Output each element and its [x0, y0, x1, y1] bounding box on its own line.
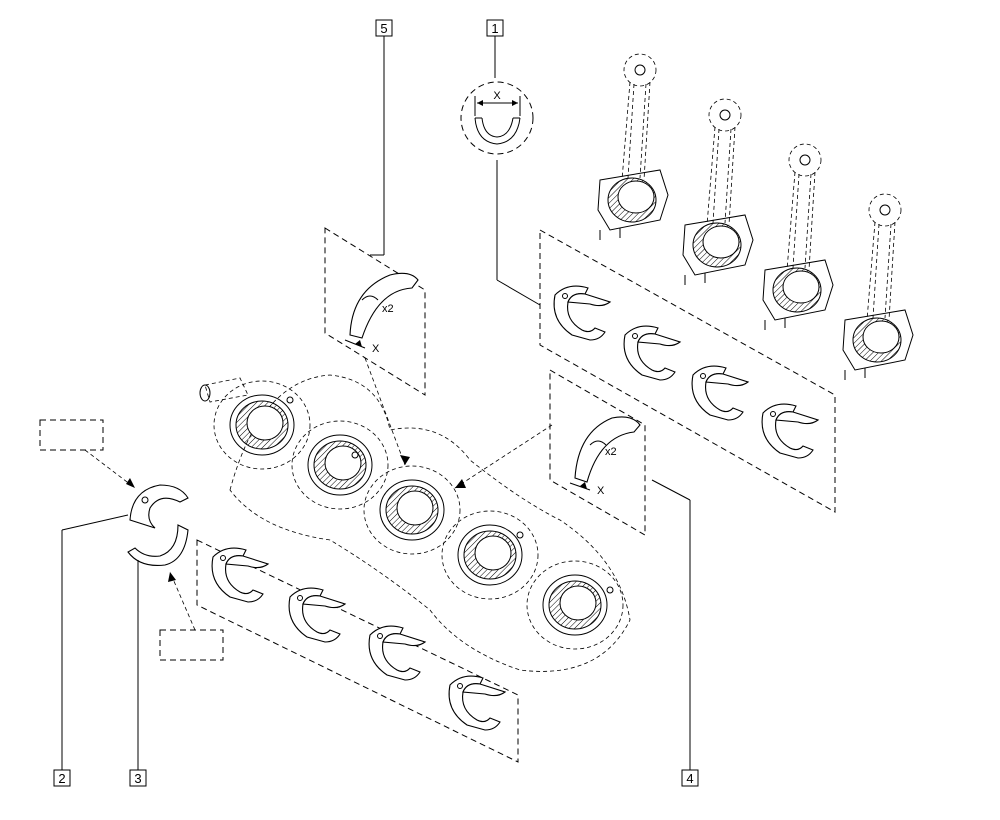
callout-4-label: 4: [686, 771, 693, 786]
callout-5: 5: [370, 19, 393, 256]
main-bearing-shell-3: [368, 625, 426, 681]
lower-quantity-label: x2: [605, 446, 617, 458]
lower-shell-reference-box: [159, 629, 224, 661]
callout-2: 2: [53, 514, 129, 787]
conrod-bearings-box: [539, 229, 836, 513]
upper-thrust-x-label: X: [372, 343, 380, 355]
upper-thrust-washer: x2 X: [344, 272, 419, 355]
main-bearing-shell-upper: [129, 484, 189, 529]
callout-3: 3: [129, 560, 147, 787]
conrod-bearing-shell-4: [761, 403, 819, 459]
conrod-bearing-shell-1: [553, 285, 611, 341]
upper-thrust-washer-box: [324, 227, 426, 396]
lower-thrust-washer-box: [549, 369, 646, 536]
thickness-x-label: X: [493, 90, 501, 102]
lower-thrust-x-label: X: [597, 485, 605, 497]
connecting-rod-2: [682, 98, 754, 286]
lower-thrust-washer: x2 X: [569, 416, 641, 497]
main-bearing-shell-lower: [127, 524, 189, 567]
main-bearing-shell-1: [211, 547, 269, 603]
shell-thickness-detail: X: [460, 81, 534, 155]
connecting-rod-4: [842, 193, 914, 381]
callout-1: 1: [486, 19, 504, 78]
callout-5-label: 5: [380, 21, 387, 36]
upper-shell-reference-box: [39, 419, 104, 451]
main-bearing-shell-2: [288, 587, 346, 643]
conrod-bearing-shell-3: [691, 365, 749, 421]
callout-3-label: 3: [134, 771, 141, 786]
connecting-rod-1: [597, 53, 669, 241]
crankshaft: [199, 374, 631, 672]
callout-1-label: 1: [491, 21, 498, 36]
connecting-rod-3: [762, 143, 834, 331]
conrod-bearing-shell-2: [623, 325, 681, 381]
upper-quantity-label: x2: [382, 303, 394, 315]
callout-4: 4: [651, 479, 699, 787]
callout-2-label: 2: [58, 771, 65, 786]
main-bearings-box: [196, 539, 519, 763]
